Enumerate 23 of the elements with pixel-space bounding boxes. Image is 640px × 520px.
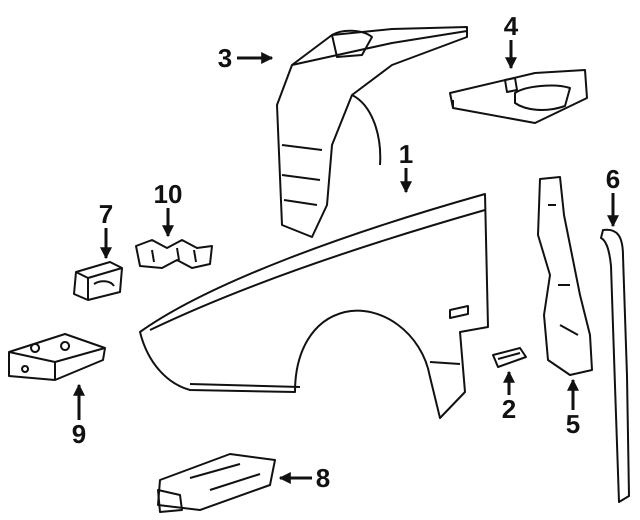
callout-number: 10 bbox=[149, 180, 187, 208]
callout-number: 7 bbox=[95, 200, 117, 228]
clip-drawing bbox=[132, 236, 216, 272]
leader-arrow bbox=[505, 40, 517, 70]
callout-number: 9 bbox=[68, 420, 90, 448]
callout-number: 5 bbox=[562, 410, 584, 438]
bracket-drawing bbox=[70, 258, 126, 302]
leader-arrow bbox=[100, 228, 112, 260]
leader-arrow bbox=[162, 208, 174, 238]
leader-arrow bbox=[237, 52, 274, 64]
leader-arrow bbox=[400, 168, 412, 194]
callout-number: 1 bbox=[395, 140, 417, 168]
leader-arrow bbox=[567, 378, 579, 410]
callout-number: 6 bbox=[603, 165, 623, 193]
callout-number: 8 bbox=[312, 464, 334, 492]
seal-strip-drawing bbox=[597, 226, 632, 506]
leader-arrow bbox=[607, 193, 619, 228]
leader-arrow bbox=[278, 472, 312, 484]
callout-number: 4 bbox=[500, 12, 522, 40]
leader-arrow bbox=[73, 384, 85, 420]
callout-number: 2 bbox=[498, 395, 520, 423]
callout-number: 3 bbox=[213, 44, 237, 72]
leader-arrow bbox=[503, 370, 515, 395]
